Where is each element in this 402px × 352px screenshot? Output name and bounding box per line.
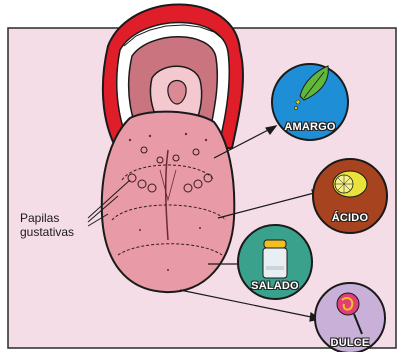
acido-label: ÁCIDO (318, 212, 382, 224)
lemon-icon (333, 171, 367, 197)
papilas-line2: gustativas (20, 225, 90, 239)
papilas-gustativas-label: Papilas gustativas (20, 211, 90, 239)
dulce-label: DULCE (320, 337, 380, 349)
salt-shaker-icon (263, 240, 287, 278)
salado-label: SALADO (243, 280, 307, 292)
amargo-label: AMARGO (276, 121, 344, 133)
papilas-line1: Papilas (20, 211, 90, 225)
tongue (102, 112, 235, 292)
